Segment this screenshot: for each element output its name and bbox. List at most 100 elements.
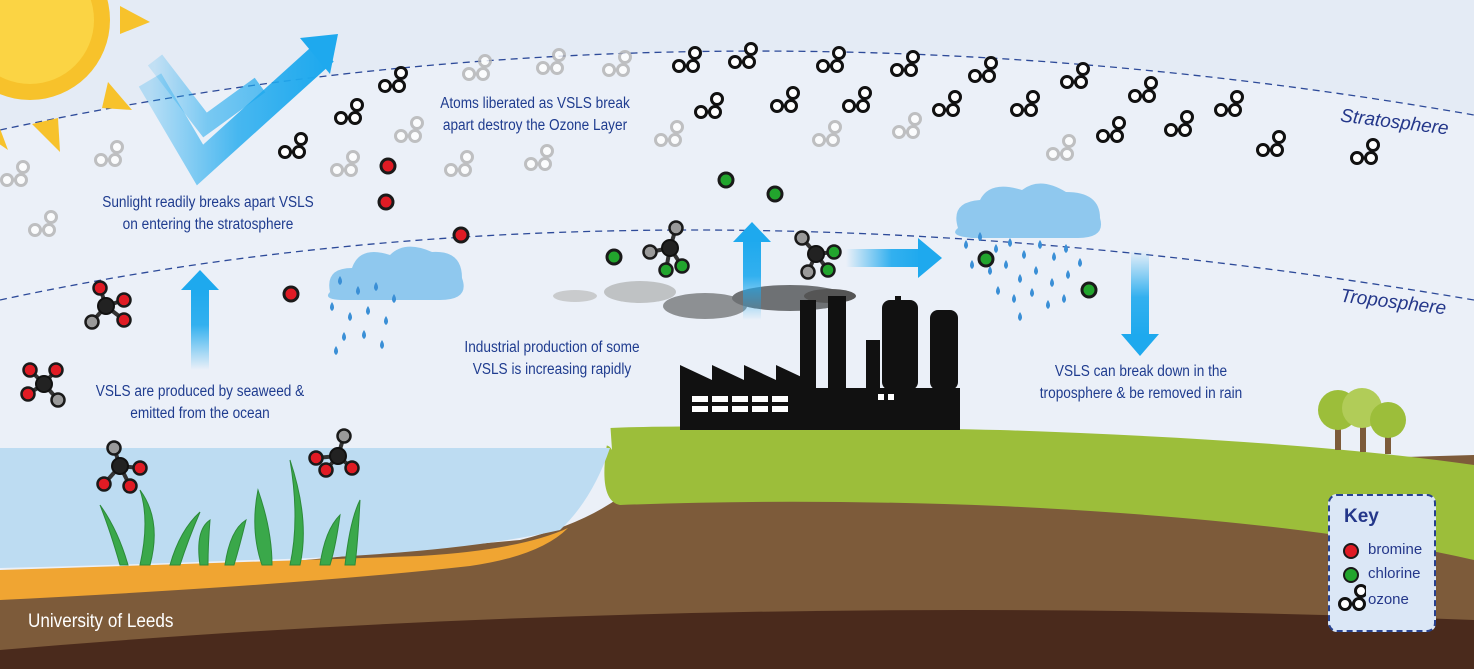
vsls-molecule bbox=[96, 440, 148, 494]
chlorine-atom bbox=[766, 185, 784, 203]
raindrop bbox=[356, 286, 360, 295]
ocean-up-arrow bbox=[181, 270, 219, 370]
raindrop bbox=[1022, 250, 1026, 259]
sunlight-zigzag-arrow bbox=[138, 34, 338, 186]
raindrops bbox=[330, 232, 1082, 355]
raindrop bbox=[970, 260, 974, 269]
raindrop bbox=[1038, 240, 1042, 249]
raindrop bbox=[342, 332, 346, 341]
vsls-molecule bbox=[308, 428, 360, 478]
chlorine-atom bbox=[977, 250, 995, 268]
raindrop bbox=[1008, 238, 1012, 247]
raindrop bbox=[374, 282, 378, 291]
key-label-bromine: bromine bbox=[1368, 541, 1423, 558]
factory-up-arrow bbox=[733, 222, 771, 320]
key-title: Key bbox=[1344, 506, 1379, 527]
bromine-atom bbox=[282, 285, 300, 303]
chlorine-atom bbox=[717, 171, 735, 189]
raindrop bbox=[330, 302, 334, 311]
industrial-caption: Industrial production of some VSLS is in… bbox=[446, 337, 657, 381]
bromine-dot-icon bbox=[1343, 543, 1359, 559]
raindrop bbox=[338, 276, 342, 285]
vsls-molecule bbox=[642, 220, 690, 278]
raindrop bbox=[964, 240, 968, 249]
raindrop bbox=[1078, 258, 1082, 267]
raindrop bbox=[1018, 274, 1022, 283]
atoms-caption-line-2: apart destroy the Ozone Layer bbox=[442, 117, 628, 134]
troposphere-boundary-line bbox=[0, 229, 1474, 301]
raindrop bbox=[1050, 278, 1054, 287]
raindrop bbox=[1064, 244, 1068, 253]
raindrop bbox=[1034, 266, 1038, 275]
raindrop bbox=[1062, 294, 1066, 303]
vsls-molecule bbox=[84, 280, 132, 330]
atoms-caption: Atoms liberated as VSLS break apart dest… bbox=[425, 93, 645, 137]
ozone-molecule-icon bbox=[1338, 584, 1366, 611]
key-item-ozone: ozone bbox=[1338, 584, 1434, 614]
rain-caption-line-2: troposphere & be removed in rain bbox=[1039, 385, 1243, 402]
key-label-chlorine: chlorine bbox=[1368, 565, 1421, 582]
ocean-waves bbox=[0, 420, 612, 450]
bromine-atom bbox=[377, 193, 395, 211]
raindrop bbox=[380, 340, 384, 349]
raindrop bbox=[1004, 260, 1008, 269]
raindrop bbox=[366, 306, 370, 315]
industrial-caption-line-1: Industrial production of some bbox=[464, 339, 640, 356]
seaweed-caption-line-1: VSLS are produced by seaweed & bbox=[95, 383, 305, 400]
sunlight-caption-line-1: Sunlight readily breaks apart VSLS bbox=[102, 194, 314, 211]
raindrop bbox=[988, 266, 992, 275]
transport-right-arrow bbox=[846, 238, 942, 278]
rain-cloud-left bbox=[327, 246, 464, 300]
bromine-atom bbox=[379, 157, 397, 175]
rain-caption-line-1: VSLS can break down in the bbox=[1054, 363, 1228, 380]
vsls-molecules bbox=[20, 220, 842, 494]
raindrop bbox=[392, 294, 396, 303]
key-legend: Key bromine chlorine ozone bbox=[1328, 494, 1436, 632]
trees-icon bbox=[1318, 388, 1406, 454]
raindrop bbox=[1018, 312, 1022, 321]
bedrock-layer bbox=[0, 610, 1474, 669]
industrial-caption-line-2: VSLS is increasing rapidly bbox=[472, 361, 632, 378]
key-item-chlorine: chlorine bbox=[1338, 562, 1434, 588]
chlorine-atom bbox=[605, 248, 623, 266]
raindrop bbox=[1046, 300, 1050, 309]
vsls-molecule bbox=[794, 230, 842, 280]
seaweed-caption: VSLS are produced by seaweed & emitted f… bbox=[90, 381, 310, 425]
seaweed bbox=[99, 459, 361, 566]
raindrop bbox=[1066, 270, 1070, 279]
sun-icon bbox=[0, 0, 150, 152]
stratosphere-boundary-line bbox=[0, 50, 1474, 131]
bromine-atom bbox=[452, 226, 470, 244]
grass-hill bbox=[604, 426, 1474, 560]
rain-down-arrow bbox=[1121, 250, 1159, 356]
raindrop bbox=[1012, 294, 1016, 303]
raindrop bbox=[384, 316, 388, 325]
raindrop bbox=[1030, 288, 1034, 297]
free-atoms bbox=[282, 157, 1098, 303]
atoms-caption-line-1: Atoms liberated as VSLS break bbox=[440, 95, 630, 112]
key-label-ozone: ozone bbox=[1368, 591, 1409, 608]
seaweed-caption-line-2: emitted from the ocean bbox=[130, 405, 270, 422]
stratosphere-band bbox=[0, 0, 1474, 130]
raindrop bbox=[1052, 252, 1056, 261]
transport-arrows bbox=[181, 222, 1159, 370]
sand-seabed bbox=[0, 528, 568, 600]
raindrop bbox=[348, 312, 352, 321]
sunlight-caption: Sunlight readily breaks apart VSLS on en… bbox=[94, 192, 323, 236]
key-item-bromine: bromine bbox=[1338, 538, 1434, 564]
credit-label: University of Leeds bbox=[28, 611, 174, 632]
raindrop bbox=[996, 286, 1000, 295]
raindrop bbox=[994, 244, 998, 253]
raindrop bbox=[978, 232, 982, 241]
raindrop bbox=[334, 346, 338, 355]
chlorine-atom bbox=[1080, 281, 1098, 299]
factory-icon bbox=[680, 296, 960, 430]
sunlight-caption-line-2: on entering the stratosphere bbox=[122, 216, 294, 233]
rain-cloud-right bbox=[955, 183, 1102, 238]
raindrop bbox=[362, 330, 366, 339]
chlorine-dot-icon bbox=[1343, 567, 1359, 583]
rain-caption: VSLS can break down in the troposphere &… bbox=[1031, 361, 1251, 405]
vsls-molecule bbox=[20, 362, 66, 408]
